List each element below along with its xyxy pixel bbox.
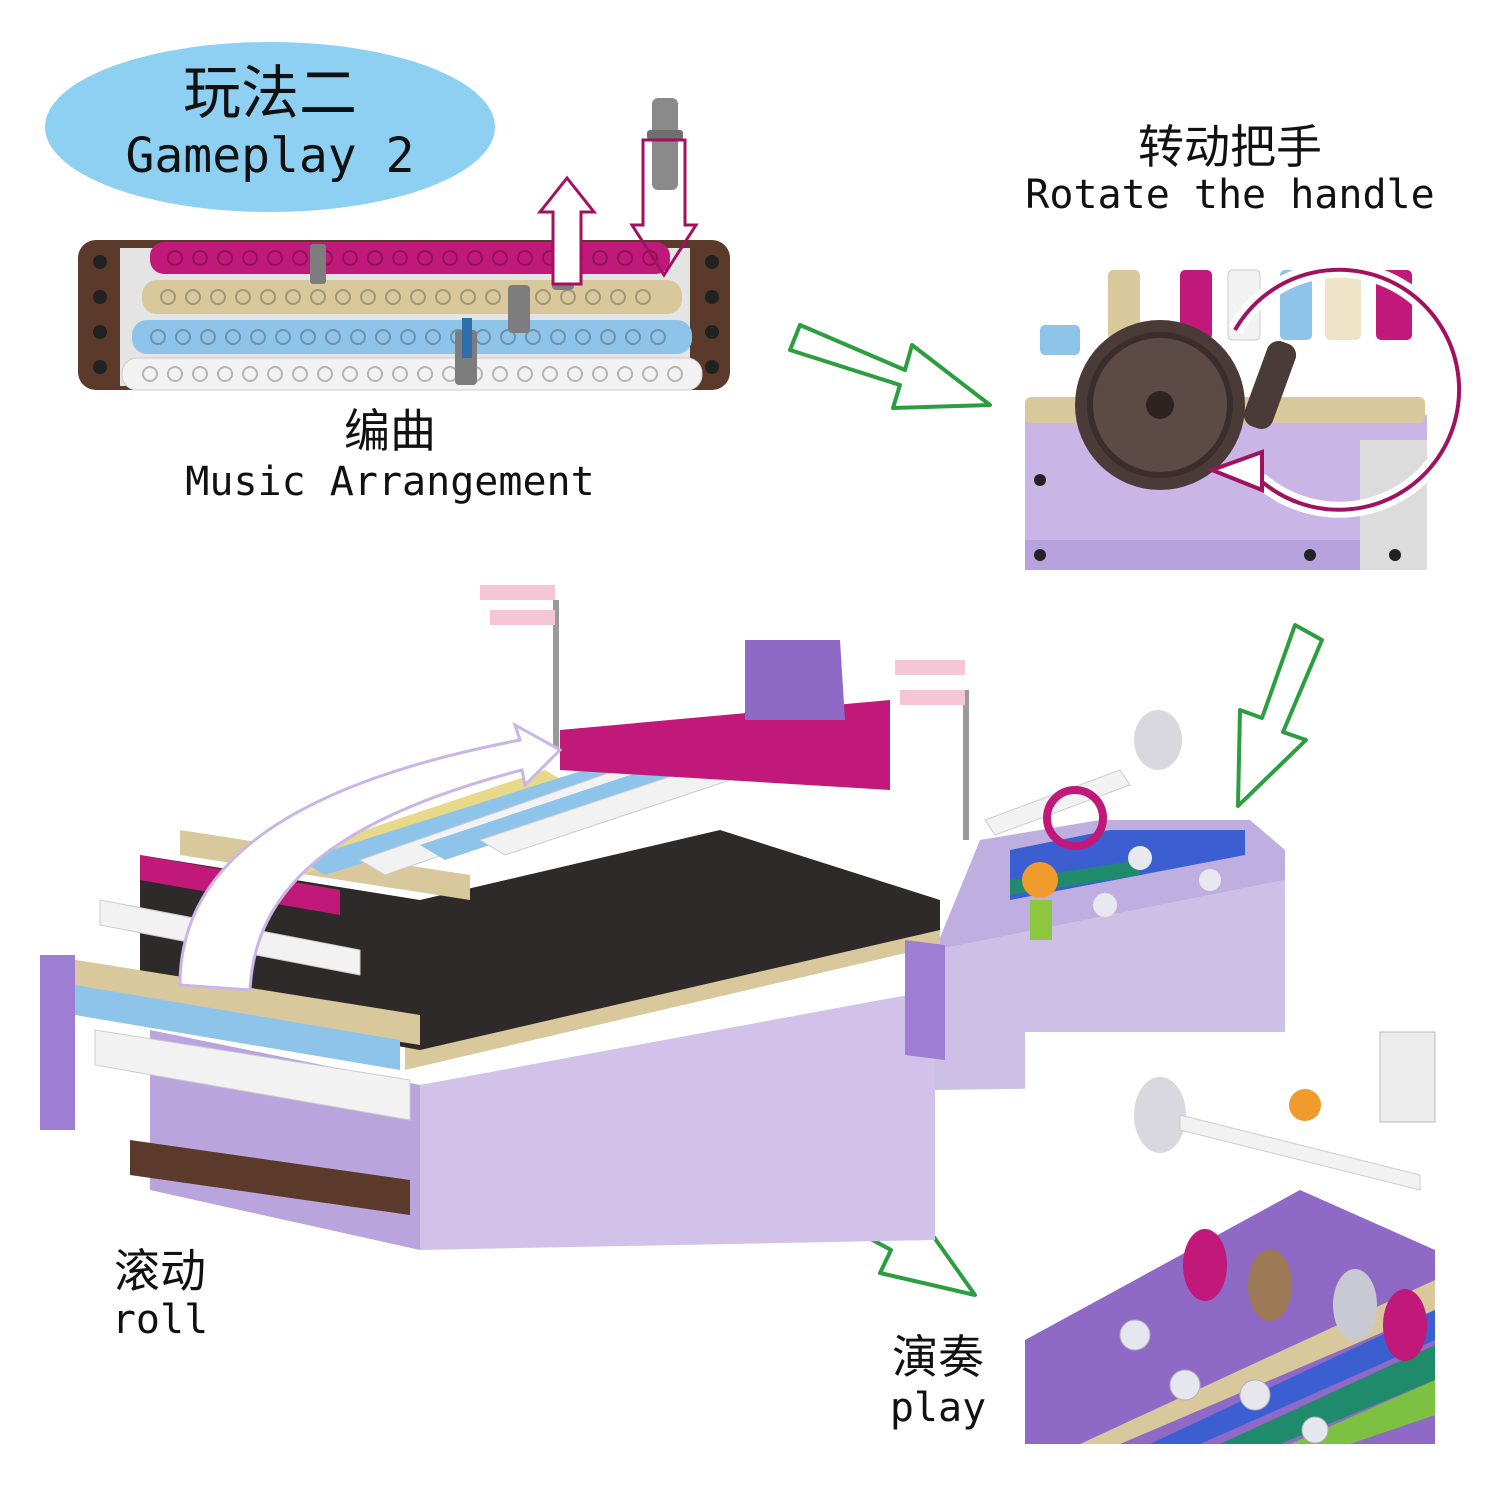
beam-hole (492, 250, 508, 266)
pin-up-arrow-icon (536, 175, 598, 286)
beam-hole (592, 366, 608, 382)
beam-hole (350, 329, 366, 345)
roll-label-cn: 滚动 (114, 1244, 206, 1298)
beam-hole (367, 366, 383, 382)
beam-hole (442, 250, 458, 266)
beam-hole (542, 366, 558, 382)
beam-hole (492, 366, 508, 382)
beam-hole (410, 289, 426, 305)
beam-hole (242, 366, 258, 382)
beam-hole (335, 289, 351, 305)
beam-hole (535, 289, 551, 305)
pin-down-arrow-icon (629, 138, 699, 278)
beam-hole (310, 289, 326, 305)
arrangement-rail (78, 240, 730, 391)
beam-hole (267, 366, 283, 382)
beam-hole (650, 329, 666, 345)
beam-hole (160, 289, 176, 305)
beam-hole (192, 250, 208, 266)
roll-arrow-icon (178, 721, 563, 992)
gameplay-badge: 玩法二 Gameplay 2 (45, 42, 495, 212)
beam-hole (525, 329, 541, 345)
beam-hole (385, 289, 401, 305)
beam-hole (392, 366, 408, 382)
beam-hole (375, 329, 391, 345)
beam-hole (460, 289, 476, 305)
beam-hole (275, 329, 291, 345)
beam-hole (360, 289, 376, 305)
pin-row (1040, 269, 1412, 355)
beam-hole (217, 366, 233, 382)
beam-hole (550, 329, 566, 345)
beam-hole (467, 250, 483, 266)
badge-title-en: Gameplay 2 (125, 128, 415, 184)
beam-hole (400, 329, 416, 345)
beam-hole (425, 329, 441, 345)
beam-hole (367, 250, 383, 266)
badge-title-cn: 玩法二 (182, 59, 357, 127)
rotate-label-cn: 转动把手 (1138, 120, 1322, 174)
beam-hole (200, 329, 216, 345)
beam-hole (517, 250, 533, 266)
beam-hole (150, 329, 166, 345)
beam-hole (317, 366, 333, 382)
rotate-panel (1025, 269, 1427, 570)
beam-hole (667, 366, 683, 382)
beam-hole (567, 366, 583, 382)
beam-hole (392, 250, 408, 266)
play-label-en: play (889, 1385, 987, 1431)
beam-hole (260, 289, 276, 305)
beam-hole (592, 250, 608, 266)
beam-hole (635, 289, 651, 305)
beam-hole (167, 250, 183, 266)
loose-pin (647, 98, 683, 190)
beam-hole (600, 329, 616, 345)
beam-hole (142, 366, 158, 382)
beam-hole (342, 366, 358, 382)
beam-hole (417, 366, 433, 382)
roll-label-en: roll (111, 1297, 209, 1343)
beam-hole (185, 289, 201, 305)
beam-hole (292, 250, 308, 266)
beam-hole (300, 329, 316, 345)
beam-hole (500, 329, 516, 345)
beam-hole (617, 366, 633, 382)
beam-hole (617, 250, 633, 266)
beam-hole (192, 366, 208, 382)
beam-hole (517, 366, 533, 382)
beam-hole (610, 289, 626, 305)
beam-hole (342, 250, 358, 266)
beam-hole (325, 329, 341, 345)
play-label-cn: 演奏 (892, 1330, 984, 1384)
beam-hole (242, 250, 258, 266)
beam-hole (575, 329, 591, 345)
beam-hole (485, 289, 501, 305)
beam-hole (235, 289, 251, 305)
mallet-heads (1134, 1077, 1427, 1361)
beam-hole (292, 366, 308, 382)
beam-hole (225, 329, 241, 345)
beam-hole (175, 329, 191, 345)
beam-hole (217, 250, 233, 266)
beam-hole (210, 289, 226, 305)
beam-hole (625, 329, 641, 345)
beam-hole (435, 289, 451, 305)
rotate-label-en: Rotate the handle (1025, 172, 1435, 218)
beam-hole (417, 250, 433, 266)
beam-hole (285, 289, 301, 305)
beam-hole (167, 366, 183, 382)
beam-hole (250, 329, 266, 345)
arrange-label-en: Music Arrangement (185, 459, 595, 505)
beam-hole (585, 289, 601, 305)
play-panel (1025, 1031, 1436, 1444)
beam-hole (642, 366, 658, 382)
beam-hole (267, 250, 283, 266)
arrange-label-cn: 编曲 (344, 404, 436, 458)
